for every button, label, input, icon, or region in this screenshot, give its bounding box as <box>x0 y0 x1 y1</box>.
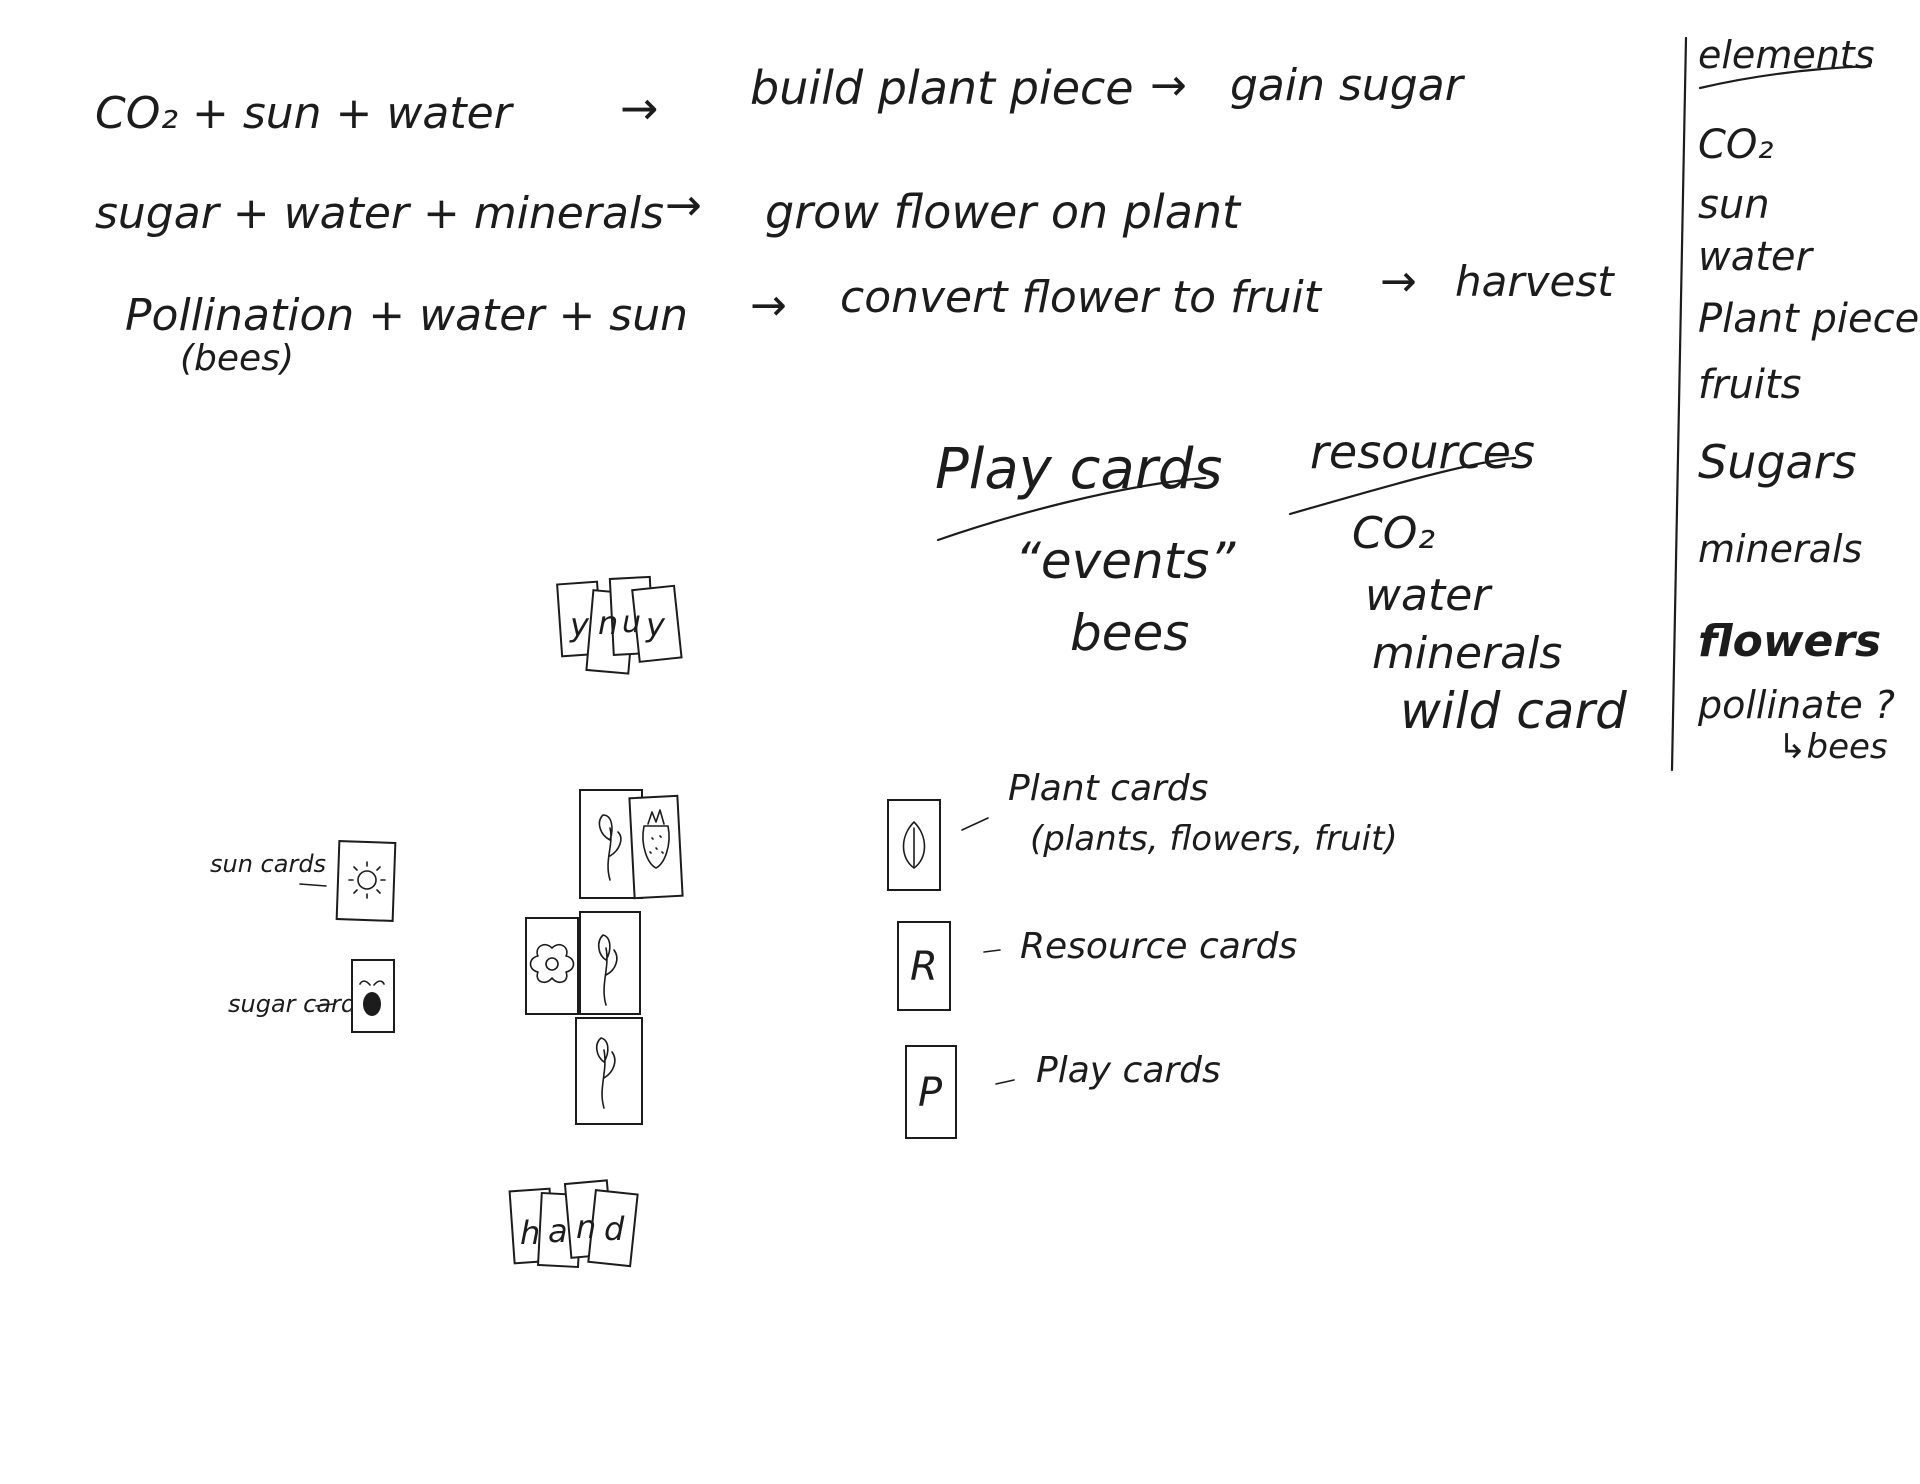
elements-item: flowers <box>1698 616 1881 667</box>
elements-divider-line <box>1670 36 1688 772</box>
hand-letter: a <box>548 1212 568 1250</box>
legend-resource-card <box>897 921 951 1011</box>
equation-1-arrow-2: → <box>1150 60 1187 111</box>
play-cards-item: bees <box>1070 604 1189 662</box>
play-cards-item: “events” <box>1015 532 1236 590</box>
resources-item: CO₂ <box>1352 508 1435 559</box>
elements-item: fruits <box>1698 362 1802 408</box>
elements-sub-note: ↳bees <box>1778 727 1888 767</box>
resources-underline <box>1288 456 1517 516</box>
elements-item: water <box>1698 234 1815 280</box>
equation-2-arrow: → <box>665 180 702 231</box>
legend-card-mark: P <box>918 1070 943 1116</box>
deck-letter: n <box>598 604 618 642</box>
equation-3-arrow: → <box>750 280 787 331</box>
resources-item: water <box>1365 570 1493 621</box>
equation-3: Pollination + water + sun (bees) → conve… <box>125 256 1615 379</box>
draw-deck: y n u y <box>556 575 683 675</box>
elements-item: sun <box>1698 182 1770 228</box>
hand-letter: h <box>520 1214 540 1252</box>
sun-card-group: sun cards <box>210 840 397 922</box>
legend-label: Resource cards <box>1020 926 1297 967</box>
elements-title-underline <box>1698 64 1872 90</box>
play-cards-underline <box>936 476 1207 542</box>
sun-cards-label: sun cards <box>210 850 326 878</box>
sprout-icon <box>595 1037 616 1109</box>
legend-sublabel: (plants, flowers, fruit) <box>1030 819 1398 859</box>
elements-item: minerals <box>1698 527 1862 571</box>
plant-card <box>579 911 641 1015</box>
deck-letter: y <box>569 606 590 644</box>
hand-letter: n <box>576 1208 596 1246</box>
hand-letter: d <box>604 1210 625 1248</box>
legend-label: Plant cards <box>1008 768 1208 809</box>
sun-icon <box>348 861 386 899</box>
plant-card <box>575 1017 643 1125</box>
play-cards-title: Play cards <box>935 437 1222 502</box>
equation-2-inputs: sugar + water + minerals <box>95 188 664 239</box>
legend-dash <box>983 949 1001 953</box>
equation-2: sugar + water + minerals → grow flower o… <box>95 180 1242 239</box>
equation-1: CO₂ + sun + water → build plant piece → … <box>95 60 1466 139</box>
resources-title: resources <box>1310 425 1535 479</box>
elements-title: elements <box>1698 33 1875 77</box>
elements-item: Sugars <box>1698 435 1857 489</box>
fruit-card <box>628 794 684 900</box>
legend-label: Play cards <box>1036 1050 1221 1091</box>
sun-label-dash <box>299 883 327 887</box>
deck-letter: y <box>645 606 666 644</box>
elements-item: pollinate ? <box>1697 683 1895 727</box>
legend: Plant cards (plants, flowers, fruit) R R… <box>887 768 1398 1139</box>
strawberry-icon <box>642 809 670 869</box>
equation-2-result: grow flower on plant <box>765 185 1242 239</box>
sprout-icon <box>598 814 622 881</box>
flower-icon <box>529 943 575 984</box>
equation-1-inputs: CO₂ + sun + water <box>95 88 515 139</box>
equation-3-outcome: harvest <box>1455 257 1615 306</box>
elements-panel: elements CO₂ sun water Plant pieces frui… <box>1670 33 1920 772</box>
flower-card <box>525 917 579 1015</box>
legend-dash <box>961 817 989 831</box>
legend-card-mark: R <box>910 944 938 990</box>
resources-item: minerals <box>1372 628 1562 679</box>
equation-3-inputs: Pollination + water + sun <box>125 290 688 341</box>
legend-play-card <box>905 1045 957 1139</box>
deck-letter: u <box>622 605 641 640</box>
resources-list: resources CO₂ water minerals wild card <box>1288 425 1627 740</box>
plant-grid <box>525 789 684 1125</box>
deck-card <box>631 584 683 663</box>
equation-3-note: (bees) <box>180 338 294 379</box>
sugar-card-group: sugar cards <box>228 959 395 1033</box>
resources-item: wild card <box>1400 682 1627 740</box>
sugar-icon <box>359 980 385 1016</box>
sugar-label-dash <box>315 1003 335 1007</box>
leaf-icon <box>902 821 926 869</box>
legend-dash <box>995 1079 1015 1085</box>
elements-item: Plant pieces <box>1698 296 1920 342</box>
hand: h a n d <box>508 1179 639 1269</box>
sun-card <box>335 840 397 922</box>
equation-1-result: build plant piece <box>750 61 1134 115</box>
equation-1-arrow: → <box>620 81 659 135</box>
sugar-cards-label: sugar cards <box>228 990 369 1018</box>
hand-card <box>587 1189 639 1268</box>
equation-3-result: convert flower to fruit <box>840 272 1323 323</box>
play-cards-list: Play cards “events” bees <box>935 437 1236 662</box>
sprout-icon <box>597 934 618 1006</box>
elements-item: CO₂ <box>1698 122 1773 168</box>
equation-3-arrow-2: → <box>1380 256 1417 307</box>
equation-1-outcome: gain sugar <box>1230 60 1466 111</box>
